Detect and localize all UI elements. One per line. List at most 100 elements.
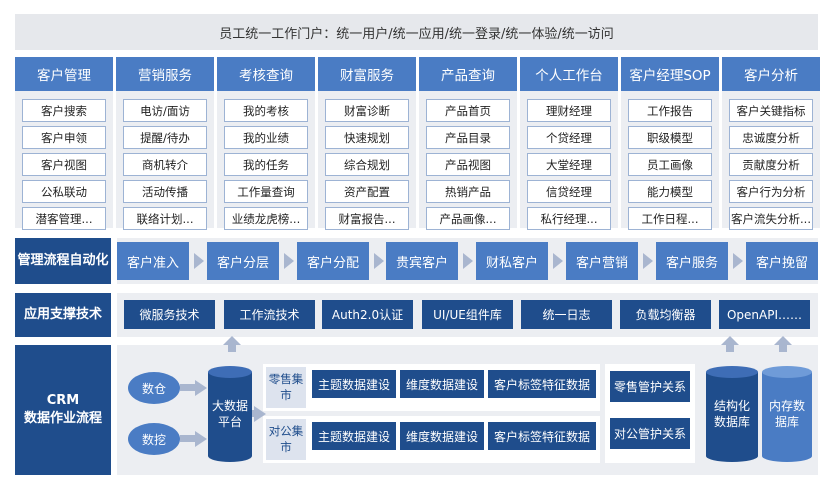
- module-item[interactable]: 个贷经理: [527, 126, 611, 149]
- module-item[interactable]: 我的考核: [224, 99, 308, 122]
- module-item[interactable]: 信贷经理: [527, 180, 611, 203]
- module-item[interactable]: 产品画像...: [426, 207, 510, 230]
- mart-label: 零售集市: [266, 367, 306, 408]
- source-data-warehouse: 数仓: [128, 372, 180, 404]
- module-title: 个人工作台: [520, 57, 618, 91]
- module-column: 个人工作台理财经理个贷经理大堂经理信贷经理私行经理...: [520, 57, 618, 230]
- module-item[interactable]: 职级模型: [628, 126, 712, 149]
- right-arrow-icon: [643, 253, 653, 269]
- tech-item[interactable]: 微服务技术: [124, 300, 215, 329]
- process-step[interactable]: 客户分层: [207, 242, 279, 280]
- module-item[interactable]: 财富报告...: [325, 207, 409, 230]
- mart-label: 对公集市: [266, 419, 306, 460]
- right-arrow-icon: [195, 431, 207, 447]
- tech-item[interactable]: UI/UE组件库: [422, 300, 513, 329]
- module-item[interactable]: 产品首页: [426, 99, 510, 122]
- module-items: 产品首页产品目录产品视图热销产品产品画像...: [419, 91, 517, 230]
- mart-box[interactable]: 主题数据建设: [312, 370, 396, 398]
- crm-label-line-2: 数据作业流程: [23, 411, 102, 426]
- module-item[interactable]: 客户流失分析...: [729, 207, 813, 230]
- module-item[interactable]: 公私联动: [22, 180, 106, 203]
- mart-box[interactable]: 主题数据建设: [312, 422, 396, 450]
- module-column: 产品查询产品首页产品目录产品视图热销产品产品画像...: [419, 57, 517, 230]
- right-arrow-icon: [553, 253, 563, 269]
- big-data-platform-label: 大数据平台: [208, 372, 252, 456]
- process-step[interactable]: 客户准入: [117, 242, 189, 280]
- module-item[interactable]: 私行经理...: [527, 207, 611, 230]
- module-item[interactable]: 产品目录: [426, 126, 510, 149]
- module-title: 营销服务: [116, 57, 214, 91]
- module-item[interactable]: 综合规划: [325, 153, 409, 176]
- mart-box[interactable]: 客户标签特征数据: [488, 370, 596, 398]
- mart-box[interactable]: 维度数据建设: [400, 422, 484, 450]
- process-step[interactable]: 客户服务: [656, 242, 728, 280]
- process-step[interactable]: 客户营销: [566, 242, 638, 280]
- module-item[interactable]: 工作日程...: [628, 207, 712, 230]
- module-items: 工作报告职级模型员工画像能力模型工作日程...: [621, 91, 719, 230]
- module-item[interactable]: 财富诊断: [325, 99, 409, 122]
- module-item[interactable]: 活动传播: [123, 180, 207, 203]
- module-column: 考核查询我的考核我的业绩我的任务工作量查询业绩龙虎榜...: [217, 57, 315, 230]
- memory-db-cylinder: 内存数据库: [762, 366, 812, 462]
- tech-item[interactable]: OpenAPI……: [719, 300, 810, 329]
- module-items: 理财经理个贷经理大堂经理信贷经理私行经理...: [520, 91, 618, 230]
- module-item[interactable]: 大堂经理: [527, 153, 611, 176]
- process-step[interactable]: 客户分配: [297, 242, 369, 280]
- right-arrow-icon: [733, 253, 743, 269]
- module-item[interactable]: 电访/面访: [123, 99, 207, 122]
- module-item[interactable]: 工作报告: [628, 99, 712, 122]
- module-column: 客户分析客户关键指标忠诚度分析贡献度分析客户行为分析客户流失分析...: [722, 57, 820, 230]
- module-item[interactable]: 潜客管理...: [22, 207, 106, 230]
- structured-db-cylinder: 结构化数据库: [706, 366, 758, 462]
- module-items: 电访/面访提醒/待办商机转介活动传播联络计划...: [116, 91, 214, 230]
- right-arrow-icon: [463, 253, 473, 269]
- module-item[interactable]: 我的任务: [224, 153, 308, 176]
- process-step[interactable]: 客户挽留: [746, 242, 818, 280]
- module-item[interactable]: 理财经理: [527, 99, 611, 122]
- relation-box[interactable]: 零售管护关系: [610, 371, 690, 402]
- module-item[interactable]: 资产配置: [325, 180, 409, 203]
- module-items: 我的考核我的业绩我的任务工作量查询业绩龙虎榜...: [217, 91, 315, 230]
- cylinder-top: [706, 366, 758, 378]
- tech-item[interactable]: 工作流技术: [224, 300, 315, 329]
- source-data-mining: 数挖: [128, 423, 180, 455]
- process-step[interactable]: 财私客户: [476, 242, 548, 280]
- module-item[interactable]: 忠诚度分析: [729, 126, 813, 149]
- memory-db-label: 内存数据库: [762, 372, 812, 456]
- tech-item[interactable]: 负载均衡器: [620, 300, 711, 329]
- module-item[interactable]: 员工画像: [628, 153, 712, 176]
- module-item[interactable]: 工作量查询: [224, 180, 308, 203]
- tech-item[interactable]: 统一日志: [521, 300, 612, 329]
- big-data-platform-cylinder: 大数据平台: [208, 366, 252, 462]
- module-item[interactable]: 商机转介: [123, 153, 207, 176]
- module-item[interactable]: 客户申领: [22, 126, 106, 149]
- module-title: 产品查询: [419, 57, 517, 91]
- module-item[interactable]: 客户视图: [22, 153, 106, 176]
- right-arrow-icon: [195, 380, 207, 396]
- module-item[interactable]: 我的业绩: [224, 126, 308, 149]
- mart-box[interactable]: 维度数据建设: [400, 370, 484, 398]
- flow-arrow-shaft: [180, 435, 196, 442]
- tech-item[interactable]: Auth2.0认证: [322, 300, 413, 329]
- flow-arrow-shaft: [180, 384, 196, 391]
- module-item[interactable]: 快速规划: [325, 126, 409, 149]
- right-arrow-icon: [374, 253, 384, 269]
- module-item[interactable]: 提醒/待办: [123, 126, 207, 149]
- module-item[interactable]: 热销产品: [426, 180, 510, 203]
- module-item[interactable]: 产品视图: [426, 153, 510, 176]
- structured-db-label: 结构化数据库: [706, 372, 758, 456]
- right-arrow-icon: [284, 253, 294, 269]
- module-item[interactable]: 业绩龙虎榜...: [224, 207, 308, 230]
- module-column: 客户管理客户搜索客户申领客户视图公私联动潜客管理...: [15, 57, 113, 230]
- module-item[interactable]: 客户行为分析: [729, 180, 813, 203]
- relation-box[interactable]: 对公管护关系: [610, 418, 690, 449]
- module-item[interactable]: 联络计划...: [123, 207, 207, 230]
- module-title: 财富服务: [318, 57, 416, 91]
- module-item[interactable]: 客户关键指标: [729, 99, 813, 122]
- module-item[interactable]: 能力模型: [628, 180, 712, 203]
- mart-box[interactable]: 客户标签特征数据: [488, 422, 596, 450]
- module-items: 客户关键指标忠诚度分析贡献度分析客户行为分析客户流失分析...: [722, 91, 820, 230]
- module-item[interactable]: 客户搜索: [22, 99, 106, 122]
- module-item[interactable]: 贡献度分析: [729, 153, 813, 176]
- process-step[interactable]: 贵宾客户: [386, 242, 458, 280]
